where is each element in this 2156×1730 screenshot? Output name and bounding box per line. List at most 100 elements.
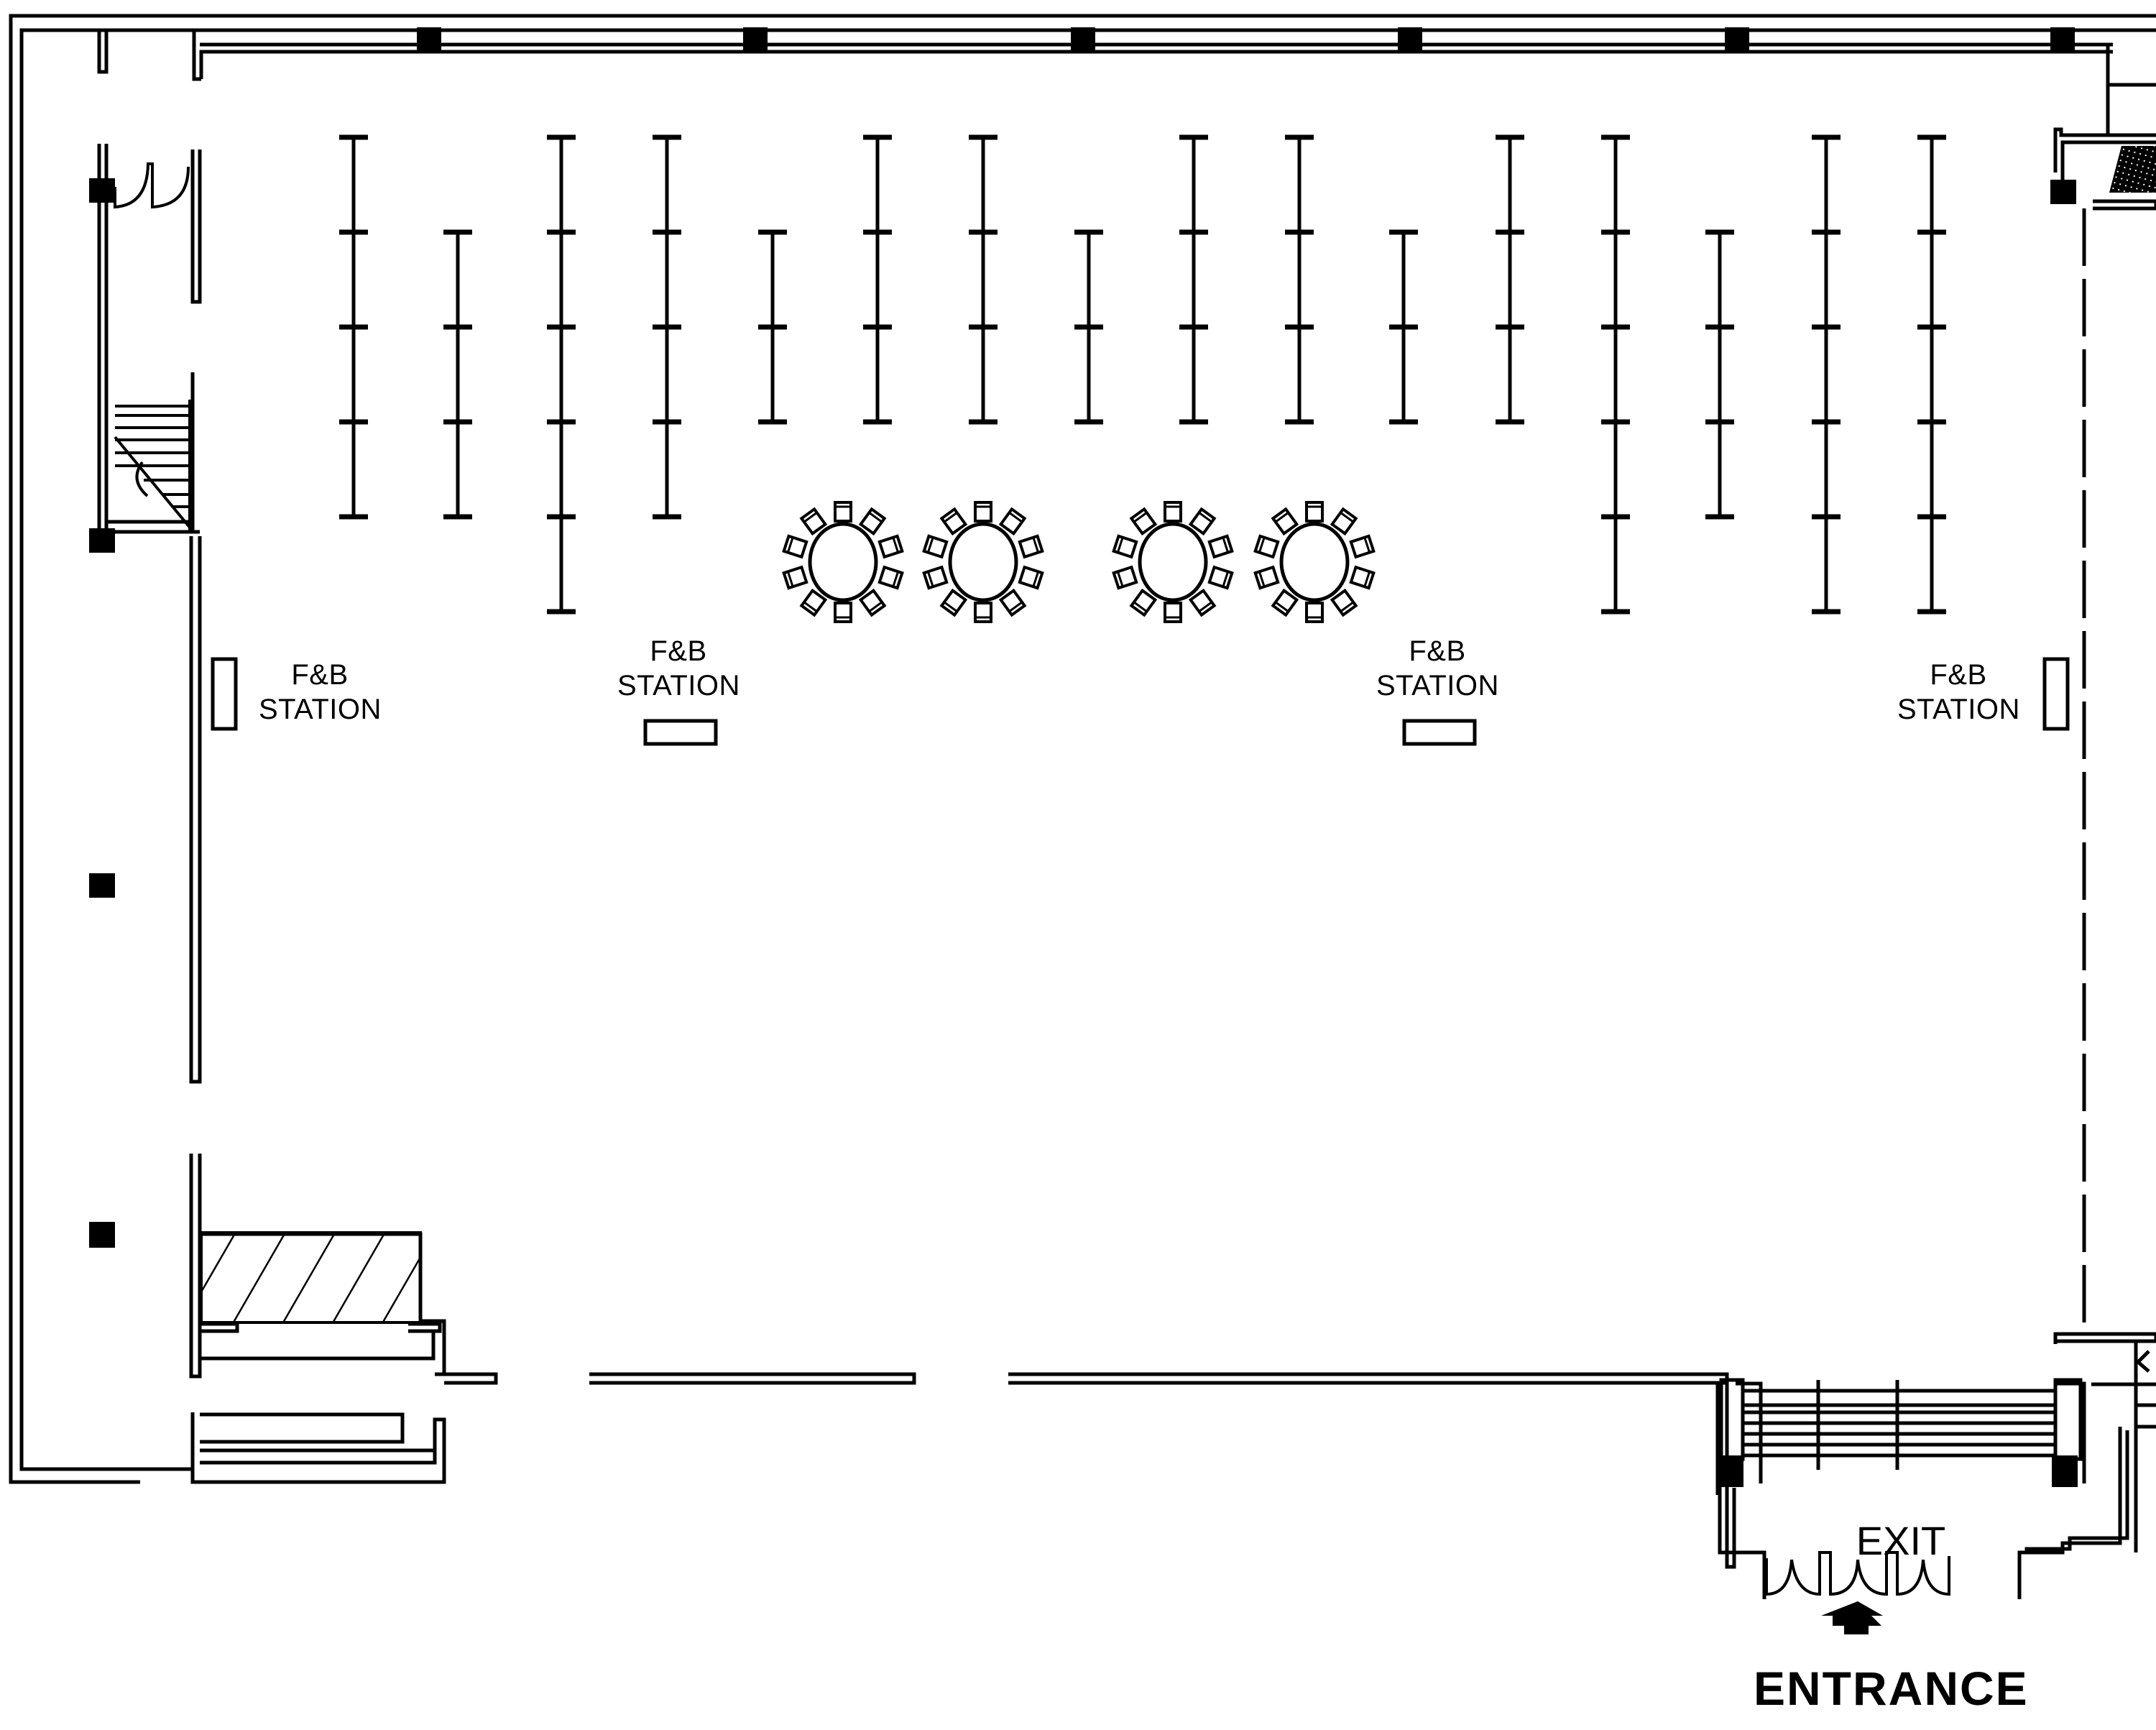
fb-station-label-1: F&B STATION xyxy=(259,658,381,727)
drape-divider xyxy=(1496,134,1524,425)
chair-icon xyxy=(1188,588,1217,617)
chair-icon xyxy=(1018,565,1044,590)
fb-station-table xyxy=(2042,657,2070,731)
round-tables xyxy=(782,501,1376,623)
top-inner-wall-c xyxy=(199,50,2113,79)
chair-icon xyxy=(1305,602,1324,623)
round-table xyxy=(782,501,904,623)
fb-station-label-4: F&B STATION xyxy=(1897,658,2019,727)
corridor-wall-long xyxy=(189,536,202,1084)
chair-icon xyxy=(1253,534,1280,559)
chair-icon xyxy=(922,534,949,559)
vestibule-wall xyxy=(1725,1488,1736,1569)
fb-station-label-line1: F&B xyxy=(1409,635,1466,667)
chair-icon xyxy=(939,588,968,617)
bottom-wall xyxy=(589,1372,916,1385)
chair-icon xyxy=(1164,602,1182,623)
fb-station-label-3: F&B STATION xyxy=(1376,634,1498,703)
fb-station-label-line2: STATION xyxy=(1897,694,2020,725)
pillar xyxy=(89,178,115,203)
double-door-icon xyxy=(114,162,190,209)
chair-icon xyxy=(974,602,992,623)
entrance-steps xyxy=(1719,1378,2083,1470)
room-wall xyxy=(420,1319,446,1376)
right-wall-lower xyxy=(2053,1332,2156,1344)
entrance-doors-icon xyxy=(1765,1551,1950,1596)
fb-station-table xyxy=(643,719,718,746)
chair-icon xyxy=(1330,507,1358,536)
vestibule-wall xyxy=(2024,1430,2129,1552)
staircase xyxy=(114,400,193,532)
hatched-area xyxy=(200,1231,422,1324)
drape-divider xyxy=(1601,134,1630,615)
chair-icon xyxy=(799,588,828,617)
chair-icon xyxy=(1207,565,1234,590)
fb-station-table xyxy=(211,657,238,731)
drape-divider xyxy=(1074,229,1103,425)
corridor-wall-lower xyxy=(189,1154,202,1379)
chair-icon xyxy=(1018,534,1044,559)
room-wall-bottom xyxy=(190,1412,446,1484)
chair-icon xyxy=(1271,507,1299,536)
fb-station-label-2: F&B STATION xyxy=(617,634,740,703)
fb-station-table xyxy=(1402,719,1477,746)
entrance-arrow-stem xyxy=(1844,1624,1869,1634)
drape-divider xyxy=(1705,229,1734,520)
chair-icon xyxy=(1129,588,1158,617)
chair-icon xyxy=(782,565,808,590)
room-wall xyxy=(200,1331,436,1361)
vestibule-wall xyxy=(2055,1381,2086,1483)
chair-icon xyxy=(939,507,968,536)
chair-icon xyxy=(1330,588,1358,617)
chair-icon xyxy=(998,507,1027,536)
pillar xyxy=(89,873,115,898)
chair-icon xyxy=(1207,534,1234,559)
fb-station-label-line2: STATION xyxy=(617,670,740,701)
chair-icon xyxy=(858,588,887,617)
chair-icon xyxy=(998,588,1027,617)
chair-icon xyxy=(858,507,887,536)
outer-wall xyxy=(9,14,2156,1484)
drape-divider xyxy=(758,229,787,425)
room-wall-bottom xyxy=(200,1412,405,1444)
right-wall xyxy=(2053,127,2156,172)
fb-station-label-line1: F&B xyxy=(291,659,349,691)
round-table xyxy=(1112,501,1234,623)
pillar xyxy=(1071,27,1095,52)
wall-stub xyxy=(192,30,201,81)
pipe-and-drape-dividers xyxy=(339,134,1946,615)
chair-icon xyxy=(877,565,904,590)
fb-station-tables xyxy=(211,657,2070,746)
chair-icon xyxy=(974,501,992,523)
chair-icon xyxy=(1164,501,1182,523)
stage-area xyxy=(2109,146,2156,193)
drape-divider xyxy=(1285,134,1314,425)
corridor-wall xyxy=(190,372,200,534)
pillars xyxy=(89,27,2078,1487)
chair-icon xyxy=(1112,565,1138,590)
drape-divider xyxy=(339,134,368,520)
chair-icon xyxy=(1271,588,1299,617)
fb-station-label-line2: STATION xyxy=(1376,670,1499,701)
pillar xyxy=(2050,27,2075,52)
pillar xyxy=(743,27,768,52)
pillar xyxy=(1725,27,1749,52)
chair-icon xyxy=(1349,534,1376,559)
pillar xyxy=(417,27,441,52)
entrance-arrow-head xyxy=(1833,1601,1881,1626)
room-wall xyxy=(408,1322,442,1333)
vestibule-wall xyxy=(1718,1486,1766,1599)
drape-divider xyxy=(653,134,681,520)
chair-icon xyxy=(1129,507,1158,536)
walls xyxy=(9,14,2156,1599)
vestibule-wall xyxy=(2017,1427,2122,1599)
round-table xyxy=(1253,501,1376,623)
fb-station-label-line1: F&B xyxy=(1930,659,1987,691)
chair-icon xyxy=(1112,534,1138,559)
fb-station-label-line2: STATION xyxy=(259,694,382,725)
chair-icon xyxy=(799,507,828,536)
drape-divider xyxy=(1179,134,1208,425)
bottom-wall xyxy=(1008,1372,1729,1385)
chair-icon xyxy=(834,501,852,523)
